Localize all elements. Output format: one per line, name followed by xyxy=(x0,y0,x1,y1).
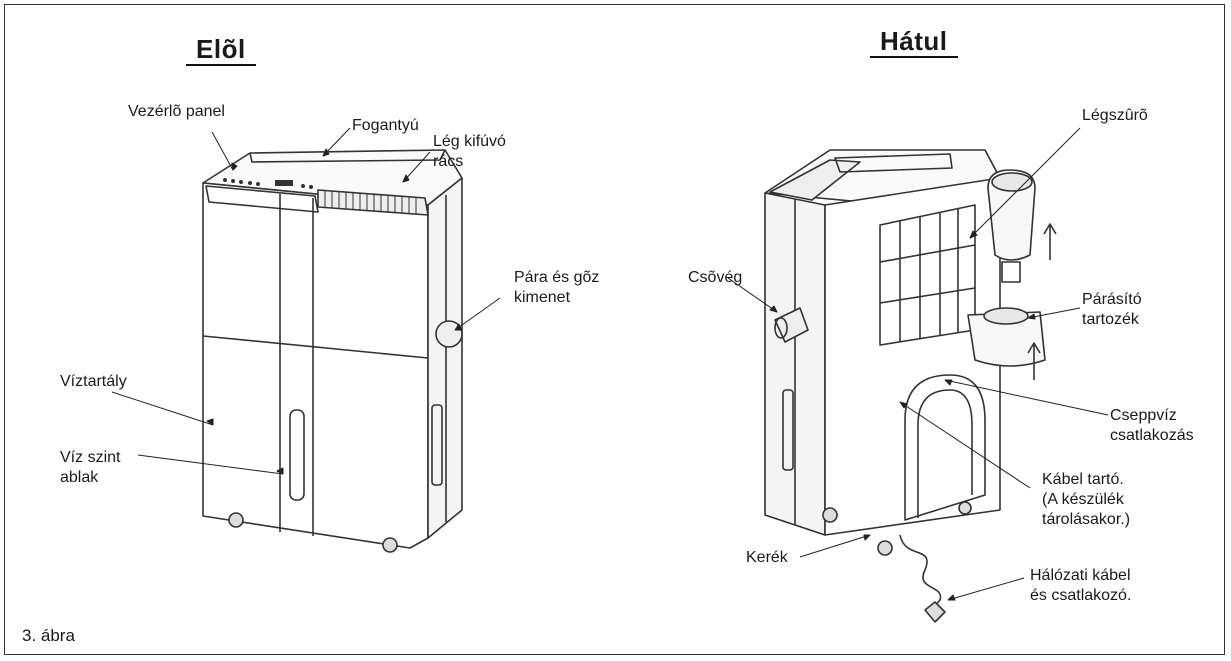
front-control-buttons xyxy=(223,178,313,189)
label-pipe-end: Csõvég xyxy=(688,269,743,286)
leader-lines xyxy=(111,127,1109,601)
label-water-level-window: Víz szint ablak xyxy=(60,449,121,486)
label-steam-outlet: Pára és gõz kimenet xyxy=(514,269,600,306)
label-wheel: Kerék xyxy=(746,549,788,566)
label-handle: Fogantyú xyxy=(352,117,419,134)
back-unit-body xyxy=(764,149,1057,623)
label-humidifier-accessory: Párásító tartozék xyxy=(1082,291,1142,328)
front-heading: Elõl xyxy=(186,34,256,66)
label-control-panel: Vezérlõ panel xyxy=(128,103,225,120)
label-water-tank: Víztartály xyxy=(60,373,127,390)
label-air-outlet-grille: Lég kifúvó rács xyxy=(433,133,506,170)
front-vent-grille-lines xyxy=(324,191,417,214)
label-drip-water-connection: Cseppvíz csatlakozás xyxy=(1110,407,1194,444)
back-heading: Hátul xyxy=(870,26,958,58)
label-cable-holder: Kábel tartó. (A készülék tárolásakor.) xyxy=(1042,471,1131,528)
front-unit-body xyxy=(202,149,463,553)
label-power-cable: Hálózati kábel és csatlakozó. xyxy=(1030,567,1132,604)
label-air-filter: Légszûrõ xyxy=(1082,107,1148,124)
figure-frame xyxy=(4,4,1225,655)
figure-caption: 3. ábra xyxy=(22,626,75,645)
